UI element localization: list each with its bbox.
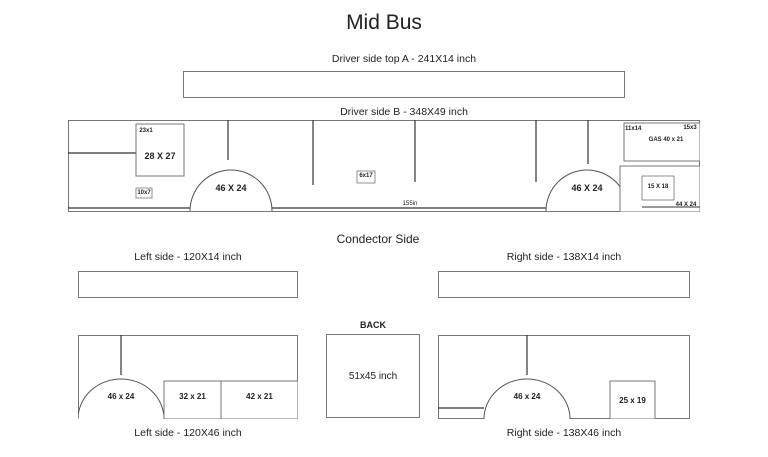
right-box-dim: 25 x 19	[619, 396, 646, 405]
tag-d: 11x14	[625, 126, 642, 132]
dim-46x24-right: 46 X 24	[571, 183, 603, 193]
back-panel: 51x45 inch	[326, 334, 420, 418]
length-mark: 155in	[402, 201, 418, 207]
driver-top-panel	[183, 71, 625, 98]
back-dim: 51x45 inch	[348, 370, 398, 382]
tag-c: 6x17	[359, 173, 373, 179]
right-top-label: Right side - 138X14 inch	[506, 251, 622, 263]
dim-46x24-left: 46 X 24	[215, 183, 247, 193]
dim-44x24: 44 X 24	[675, 202, 697, 208]
tag-a: 23x1	[139, 128, 153, 134]
back-heading: BACK	[360, 320, 386, 330]
right-top-panel	[438, 271, 690, 298]
tag-e: 15x3	[683, 125, 697, 131]
driver-side-panel	[68, 120, 701, 213]
left-bottom-drawing	[77, 335, 299, 420]
left-box-a-dim: 32 x 21	[179, 392, 206, 401]
left-top-panel	[78, 271, 298, 298]
left-bottom-label: Left side - 120X46 inch	[134, 427, 242, 439]
driver-side-drawing	[68, 120, 701, 213]
conductor-side-label: Condector Side	[336, 232, 420, 246]
dim-15x18: 15 X 18	[647, 184, 669, 190]
dim-28x27: 28 X 27	[144, 151, 176, 161]
page-title: Mid Bus	[346, 11, 422, 34]
left-box-b-dim: 42 x 21	[246, 392, 273, 401]
left-top-label: Left side - 120X14 inch	[134, 251, 242, 263]
tag-b: 10x7	[137, 190, 151, 196]
left-arch-dim: 46 x 24	[107, 392, 135, 401]
driver-top-label: Driver side top A - 241X14 inch	[331, 53, 477, 65]
left-bottom-panel	[77, 335, 299, 420]
right-bottom-drawing	[438, 335, 690, 420]
dim-gas: GAS 40 x 21	[648, 137, 684, 143]
right-bottom-label: Right side - 138X46 inch	[506, 427, 622, 439]
driver-side-label: Driver side B - 348X49 inch	[340, 106, 468, 118]
right-arch-dim: 46 x 24	[513, 392, 541, 401]
right-bottom-panel	[438, 335, 690, 420]
